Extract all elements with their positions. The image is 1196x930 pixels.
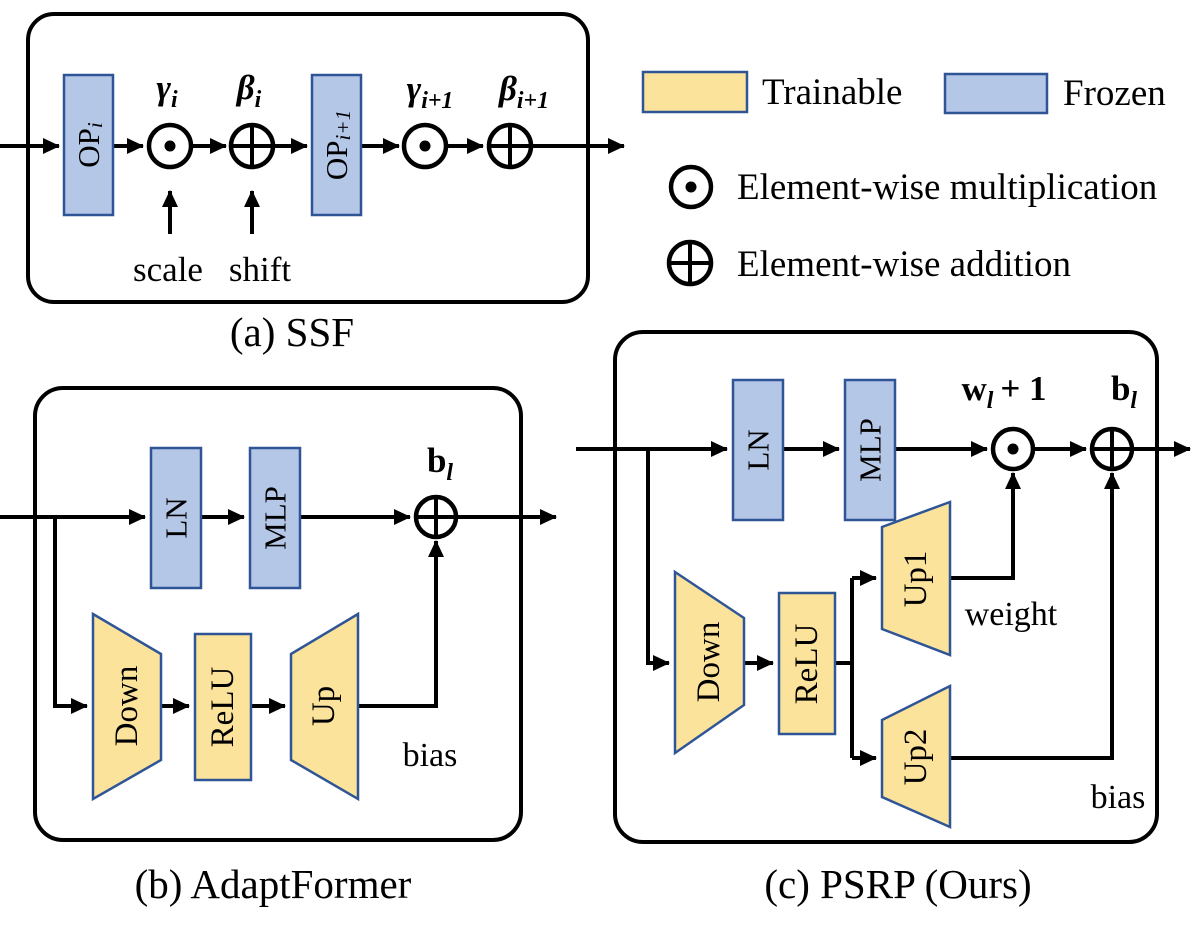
add-op-c <box>1089 426 1135 472</box>
frozen-label: Frozen <box>1063 73 1166 114</box>
mlp-block-b <box>248 446 302 590</box>
add-legend-label: Element-wise addition <box>737 244 1071 285</box>
mlp-block-b-label: MLP <box>258 486 293 550</box>
trainable-label: Trainable <box>762 72 902 113</box>
op-i-block-label: OPi <box>71 122 108 168</box>
gamma-i-label: γi <box>156 68 178 113</box>
multiply-legend-icon <box>668 164 714 210</box>
panel-c-caption: (c) PSRP (Ours) <box>764 861 1031 907</box>
multiply-op-a1 <box>146 122 194 170</box>
panel-b-caption: (b) AdaptFormer <box>135 861 412 907</box>
bias-line-b <box>358 540 444 708</box>
shift-label: shift <box>229 250 292 289</box>
bias-label-b: bias <box>403 737 458 774</box>
multiply-op-c <box>990 426 1036 472</box>
add-op-a2 <box>486 122 534 170</box>
panel-c-box <box>613 330 1159 844</box>
down-block-b-label: Down <box>109 666 145 747</box>
relu-block-b-label: ReLU <box>205 667 241 748</box>
panel-a: OPi OPi+1 γi βi γi+1 βi+1 scale shift (a… <box>0 12 625 355</box>
legend: Trainable Frozen Element-wise multiplica… <box>641 70 1166 287</box>
beta-i-label: βi <box>235 68 262 113</box>
down-block-b <box>91 611 163 802</box>
panel-a-box <box>26 12 590 304</box>
up-block-b-label: Up <box>306 686 342 726</box>
bias-label-c: bias <box>1091 779 1146 816</box>
bias-line-c <box>950 472 1120 760</box>
op-i1-block-label: OPi+1 <box>319 110 356 180</box>
relu-block-c-label: ReLU <box>789 624 825 705</box>
panel-c: LN MLP Down ReLU Up1 Up2 wl+ 1 bl weight… <box>576 330 1191 907</box>
add-op-a1 <box>228 122 276 170</box>
gamma-i1-label: γi+1 <box>407 69 454 114</box>
split-line-c <box>835 578 854 758</box>
w-l-label-c: wl+ 1 <box>961 369 1046 414</box>
b-l-label-b: bl <box>427 441 453 486</box>
scale-label: scale <box>133 250 203 289</box>
up1-block-c <box>880 500 952 657</box>
relu-block-c <box>777 591 837 736</box>
beta-i1-label: βi+1 <box>497 69 549 114</box>
mlp-block-c <box>843 378 897 522</box>
weight-label-c: weight <box>965 596 1058 633</box>
op-i1-block <box>310 73 363 217</box>
down-block-c-label: Down <box>691 622 727 703</box>
up2-block-c <box>880 683 952 829</box>
panel-b-box <box>33 386 523 842</box>
panel-a-caption: (a) SSF <box>230 309 354 355</box>
branch-down-c <box>646 449 670 671</box>
multiply-op-a2 <box>401 122 449 170</box>
down-block-c <box>673 569 746 756</box>
add-op-b <box>413 494 459 540</box>
frozen-swatch <box>943 72 1049 115</box>
up2-block-c-label: Up2 <box>898 729 934 786</box>
relu-block-b <box>193 632 253 782</box>
up-block-b <box>289 611 360 802</box>
op-i-block <box>62 73 115 217</box>
branch-down-b <box>53 517 88 714</box>
ln-block-b-label: LN <box>159 497 194 538</box>
trainable-swatch <box>641 70 749 114</box>
up1-block-c-label: Up1 <box>898 551 934 608</box>
b-l-label-c: bl <box>1111 369 1137 414</box>
multiply-legend-label: Element-wise multiplication <box>737 167 1157 208</box>
ln-block-c <box>731 378 785 522</box>
mlp-block-c-label: MLP <box>853 418 888 482</box>
weight-line-c <box>950 472 1021 580</box>
panel-b: LN MLP Down ReLU Up bl bias (b) AdaptFor… <box>0 386 557 907</box>
add-legend-icon <box>666 239 714 287</box>
ln-block-c-label: LN <box>741 429 776 470</box>
ln-block-b <box>149 446 203 590</box>
